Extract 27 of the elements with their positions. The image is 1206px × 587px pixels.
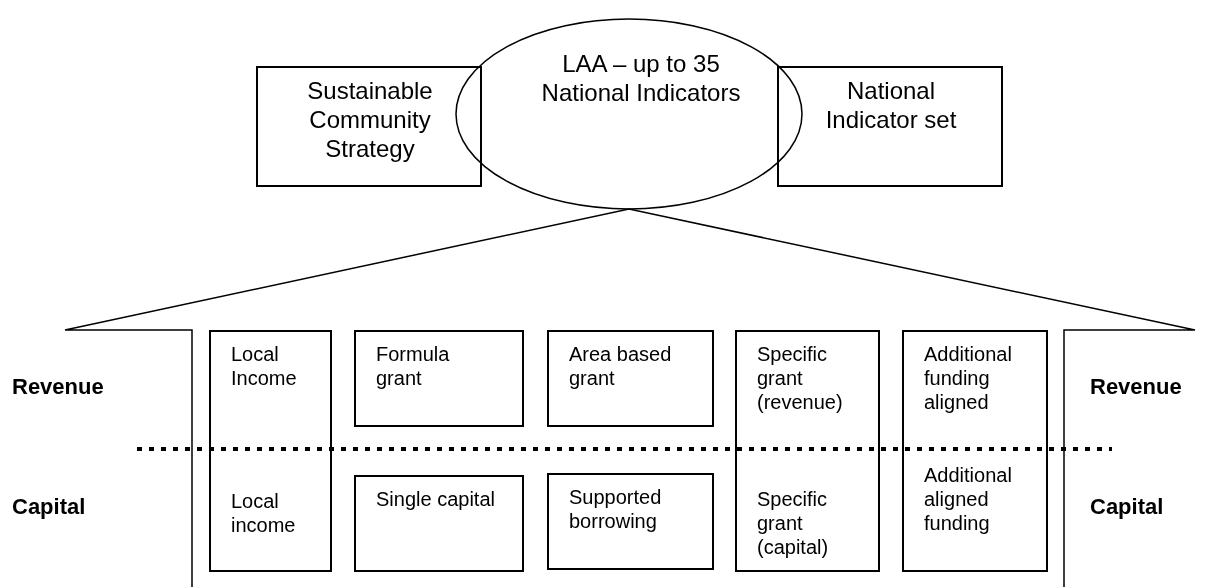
node-text: Supported borrowing bbox=[569, 485, 663, 533]
node-text: LAA – up to 35 National Indicators bbox=[540, 50, 742, 108]
node-text: Additional aligned funding bbox=[924, 463, 1013, 535]
node-text: Local income bbox=[231, 489, 297, 537]
node-text: Specific grant (revenue) bbox=[757, 342, 844, 414]
process-box bbox=[777, 66, 1003, 187]
row-label: Capital bbox=[12, 494, 86, 520]
node-text: Sustainable Community Strategy bbox=[306, 77, 434, 164]
tall-box bbox=[902, 330, 1048, 572]
node-text: Formula grant bbox=[376, 342, 451, 390]
row-label: Revenue bbox=[12, 374, 104, 400]
process-box bbox=[354, 330, 524, 427]
ellipse-node bbox=[455, 18, 803, 210]
process-box bbox=[256, 66, 482, 187]
row-label: Capital bbox=[1090, 494, 1164, 520]
node-text: National Indicator set bbox=[824, 77, 958, 135]
tall-box bbox=[735, 330, 880, 572]
tall-box bbox=[209, 330, 332, 572]
node-text: Local Income bbox=[231, 342, 298, 390]
node-text: Single capital bbox=[376, 487, 496, 511]
row-label: Revenue bbox=[1090, 374, 1182, 400]
node-text: Area based grant bbox=[569, 342, 673, 390]
process-box bbox=[547, 330, 714, 427]
node-text: Specific grant (capital) bbox=[757, 487, 830, 559]
process-box bbox=[547, 473, 714, 570]
process-box bbox=[354, 475, 524, 572]
node-text: Additional funding aligned bbox=[924, 342, 1013, 414]
